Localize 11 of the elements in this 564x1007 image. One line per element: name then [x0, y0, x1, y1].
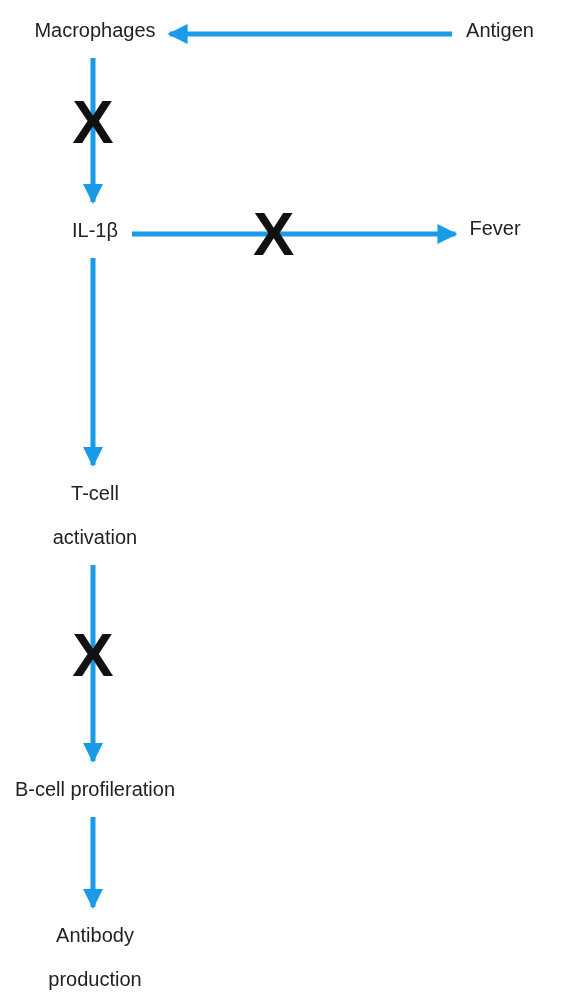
node-label: B-cell profileration	[13, 777, 177, 802]
node-label: Macrophages	[34, 18, 156, 43]
arrow	[83, 258, 103, 467]
node-label: Fever	[469, 216, 521, 241]
arrow	[132, 224, 458, 244]
node-label: T-cell activation	[51, 481, 139, 550]
node-label: Antibody production	[47, 923, 143, 992]
arrow	[83, 817, 103, 909]
arrow	[167, 24, 453, 44]
node-label: Antigen	[466, 18, 534, 43]
node-label: IL-1β	[72, 218, 118, 243]
